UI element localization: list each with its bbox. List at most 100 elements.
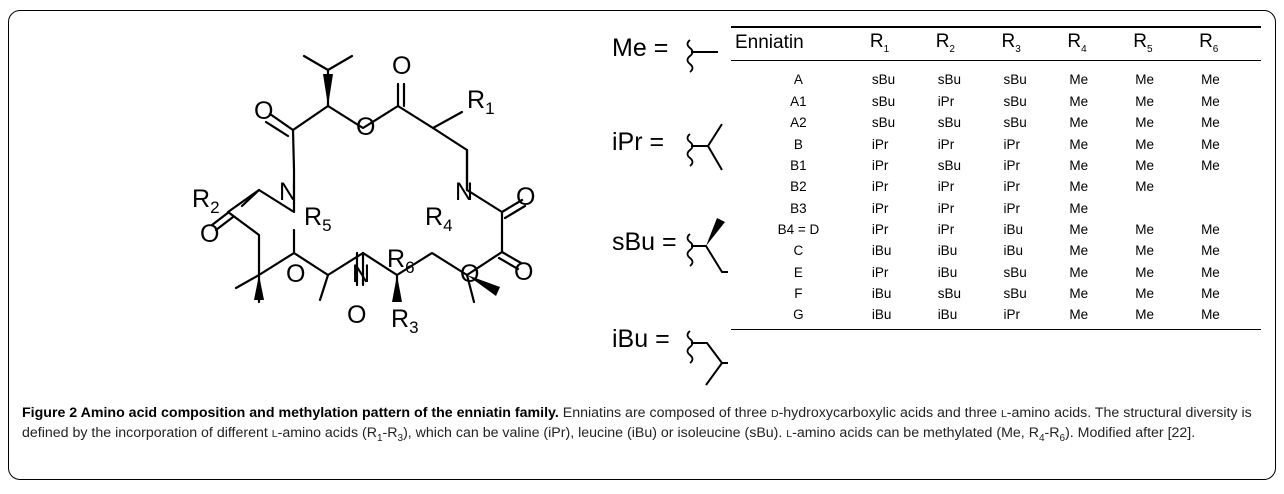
table-cell: Me bbox=[1201, 221, 1220, 237]
atom-O: O bbox=[286, 260, 305, 288]
table-cell: iPr bbox=[871, 136, 889, 152]
atom-O: O bbox=[254, 97, 273, 125]
table-cell: iPr bbox=[937, 179, 955, 195]
table-cell: Me bbox=[1069, 264, 1089, 280]
caption-text: L bbox=[271, 428, 278, 440]
column-header: R3 bbox=[997, 26, 1064, 61]
table-cell: iBu bbox=[1003, 221, 1024, 237]
table-cell: iBu bbox=[931, 303, 998, 331]
table-cell: iBu bbox=[871, 285, 892, 301]
table-cell: Me bbox=[1129, 303, 1196, 331]
table-cell: iPr bbox=[1003, 200, 1021, 216]
table-cell bbox=[1195, 197, 1261, 218]
r4-label: R4 bbox=[425, 203, 453, 235]
table-cell: Me bbox=[1201, 285, 1220, 301]
table-cell: Me bbox=[1201, 158, 1220, 174]
enniatin-name-cell: B1 bbox=[790, 158, 807, 174]
table-cell: sBu bbox=[871, 94, 896, 110]
column-header: R6 bbox=[1195, 26, 1261, 61]
table-cell: sBu bbox=[937, 285, 961, 301]
enniatin-name-cell: B2 bbox=[790, 179, 807, 195]
table-cell: iPr bbox=[937, 221, 955, 237]
caption-text: L bbox=[786, 428, 793, 440]
table-cell: Me bbox=[1069, 243, 1089, 259]
chemical-structure: O O O N N O O O O N O O R1 R2 R3 R4 R5 R… bbox=[192, 34, 728, 386]
table-cell: sBu bbox=[1003, 285, 1027, 301]
enniatin-name-cell: G bbox=[731, 303, 866, 331]
wedge-bond bbox=[392, 275, 402, 302]
table-cell: iBu bbox=[1003, 243, 1024, 259]
table-cell: Me bbox=[1063, 303, 1130, 331]
r6-label: R6 bbox=[387, 245, 415, 277]
enniatin-name-cell: B3 bbox=[790, 200, 807, 216]
table-cell: iPr bbox=[997, 303, 1064, 331]
caption-text: D bbox=[770, 408, 779, 420]
wedge-bond bbox=[254, 275, 264, 300]
table-cell: Me bbox=[1135, 115, 1154, 131]
caption-text: -amino acids can be methylated (Me, R bbox=[792, 425, 1039, 441]
table-cell: iPr bbox=[871, 221, 889, 237]
column-header: R1 bbox=[865, 26, 932, 61]
figure-frame bbox=[8, 10, 1276, 480]
caption-text: -R bbox=[382, 425, 398, 441]
table-cell: Me bbox=[1069, 71, 1089, 87]
caption-text: -amino acids. The structural diversity i… bbox=[22, 405, 1252, 441]
table-cell: iPr bbox=[1003, 136, 1021, 152]
wedge-bond bbox=[323, 74, 333, 106]
table-cell: iPr bbox=[871, 158, 889, 174]
caption-text: 1 bbox=[376, 432, 383, 444]
enniatin-name-cell: E bbox=[793, 264, 803, 280]
caption-text: -amino acids (R bbox=[277, 425, 377, 441]
table-cell bbox=[1129, 197, 1195, 218]
enniatin-name-cell: C bbox=[793, 243, 804, 259]
table-cell: Me bbox=[1069, 158, 1089, 174]
substituent-ipr: iPr = bbox=[612, 123, 723, 171]
table-cell: Me bbox=[1135, 71, 1154, 87]
atom-O: O bbox=[392, 52, 411, 80]
table-cell: iBu bbox=[937, 264, 958, 280]
figure-caption: Figure 2 Amino acid composition and meth… bbox=[22, 404, 1266, 448]
table-cell: Me bbox=[1201, 243, 1220, 259]
table-cell: iBu bbox=[937, 243, 958, 259]
table-cell: sBu bbox=[1003, 94, 1027, 110]
caption-text: ). Modified after [22]. bbox=[1065, 425, 1196, 441]
atom-O: O bbox=[347, 301, 366, 329]
table-cell: Me bbox=[1201, 94, 1220, 110]
table-cell: iPr bbox=[937, 200, 955, 216]
table-cell: Me bbox=[1069, 221, 1089, 237]
atom-O: O bbox=[460, 260, 479, 288]
enniatin-name-cell: B4 = D bbox=[777, 221, 820, 237]
table-cell: Me bbox=[1069, 179, 1089, 195]
substituent-ibu: iBu = bbox=[612, 325, 728, 386]
table-cell: Me bbox=[1069, 115, 1089, 131]
enniatin-name-cell: A2 bbox=[790, 115, 807, 131]
table-cell: iBu bbox=[871, 243, 892, 259]
table-cell: Me bbox=[1201, 136, 1220, 152]
table-cell: Me bbox=[1201, 115, 1220, 131]
table-cell: Me bbox=[1135, 285, 1154, 301]
table-cell: iPr bbox=[871, 179, 889, 195]
svg-text:iBu =: iBu = bbox=[612, 325, 670, 353]
r1-label: R1 bbox=[467, 86, 495, 118]
table-cell: Me bbox=[1069, 200, 1089, 216]
table-cell: sBu bbox=[937, 71, 961, 87]
carbonyl-bonds bbox=[210, 82, 527, 287]
table-cell: Me bbox=[1195, 303, 1261, 331]
table-cell: Me bbox=[1201, 264, 1220, 280]
table-cell: Me bbox=[1135, 243, 1154, 259]
table-cell: sBu bbox=[871, 71, 896, 87]
r2-label: R2 bbox=[192, 185, 220, 217]
table-cell: Me bbox=[1135, 264, 1154, 280]
substituent-me: Me = bbox=[612, 34, 718, 73]
caption-text: L bbox=[1000, 408, 1007, 420]
table-cell: iPr bbox=[1003, 179, 1021, 195]
wedge-bond bbox=[467, 275, 500, 296]
